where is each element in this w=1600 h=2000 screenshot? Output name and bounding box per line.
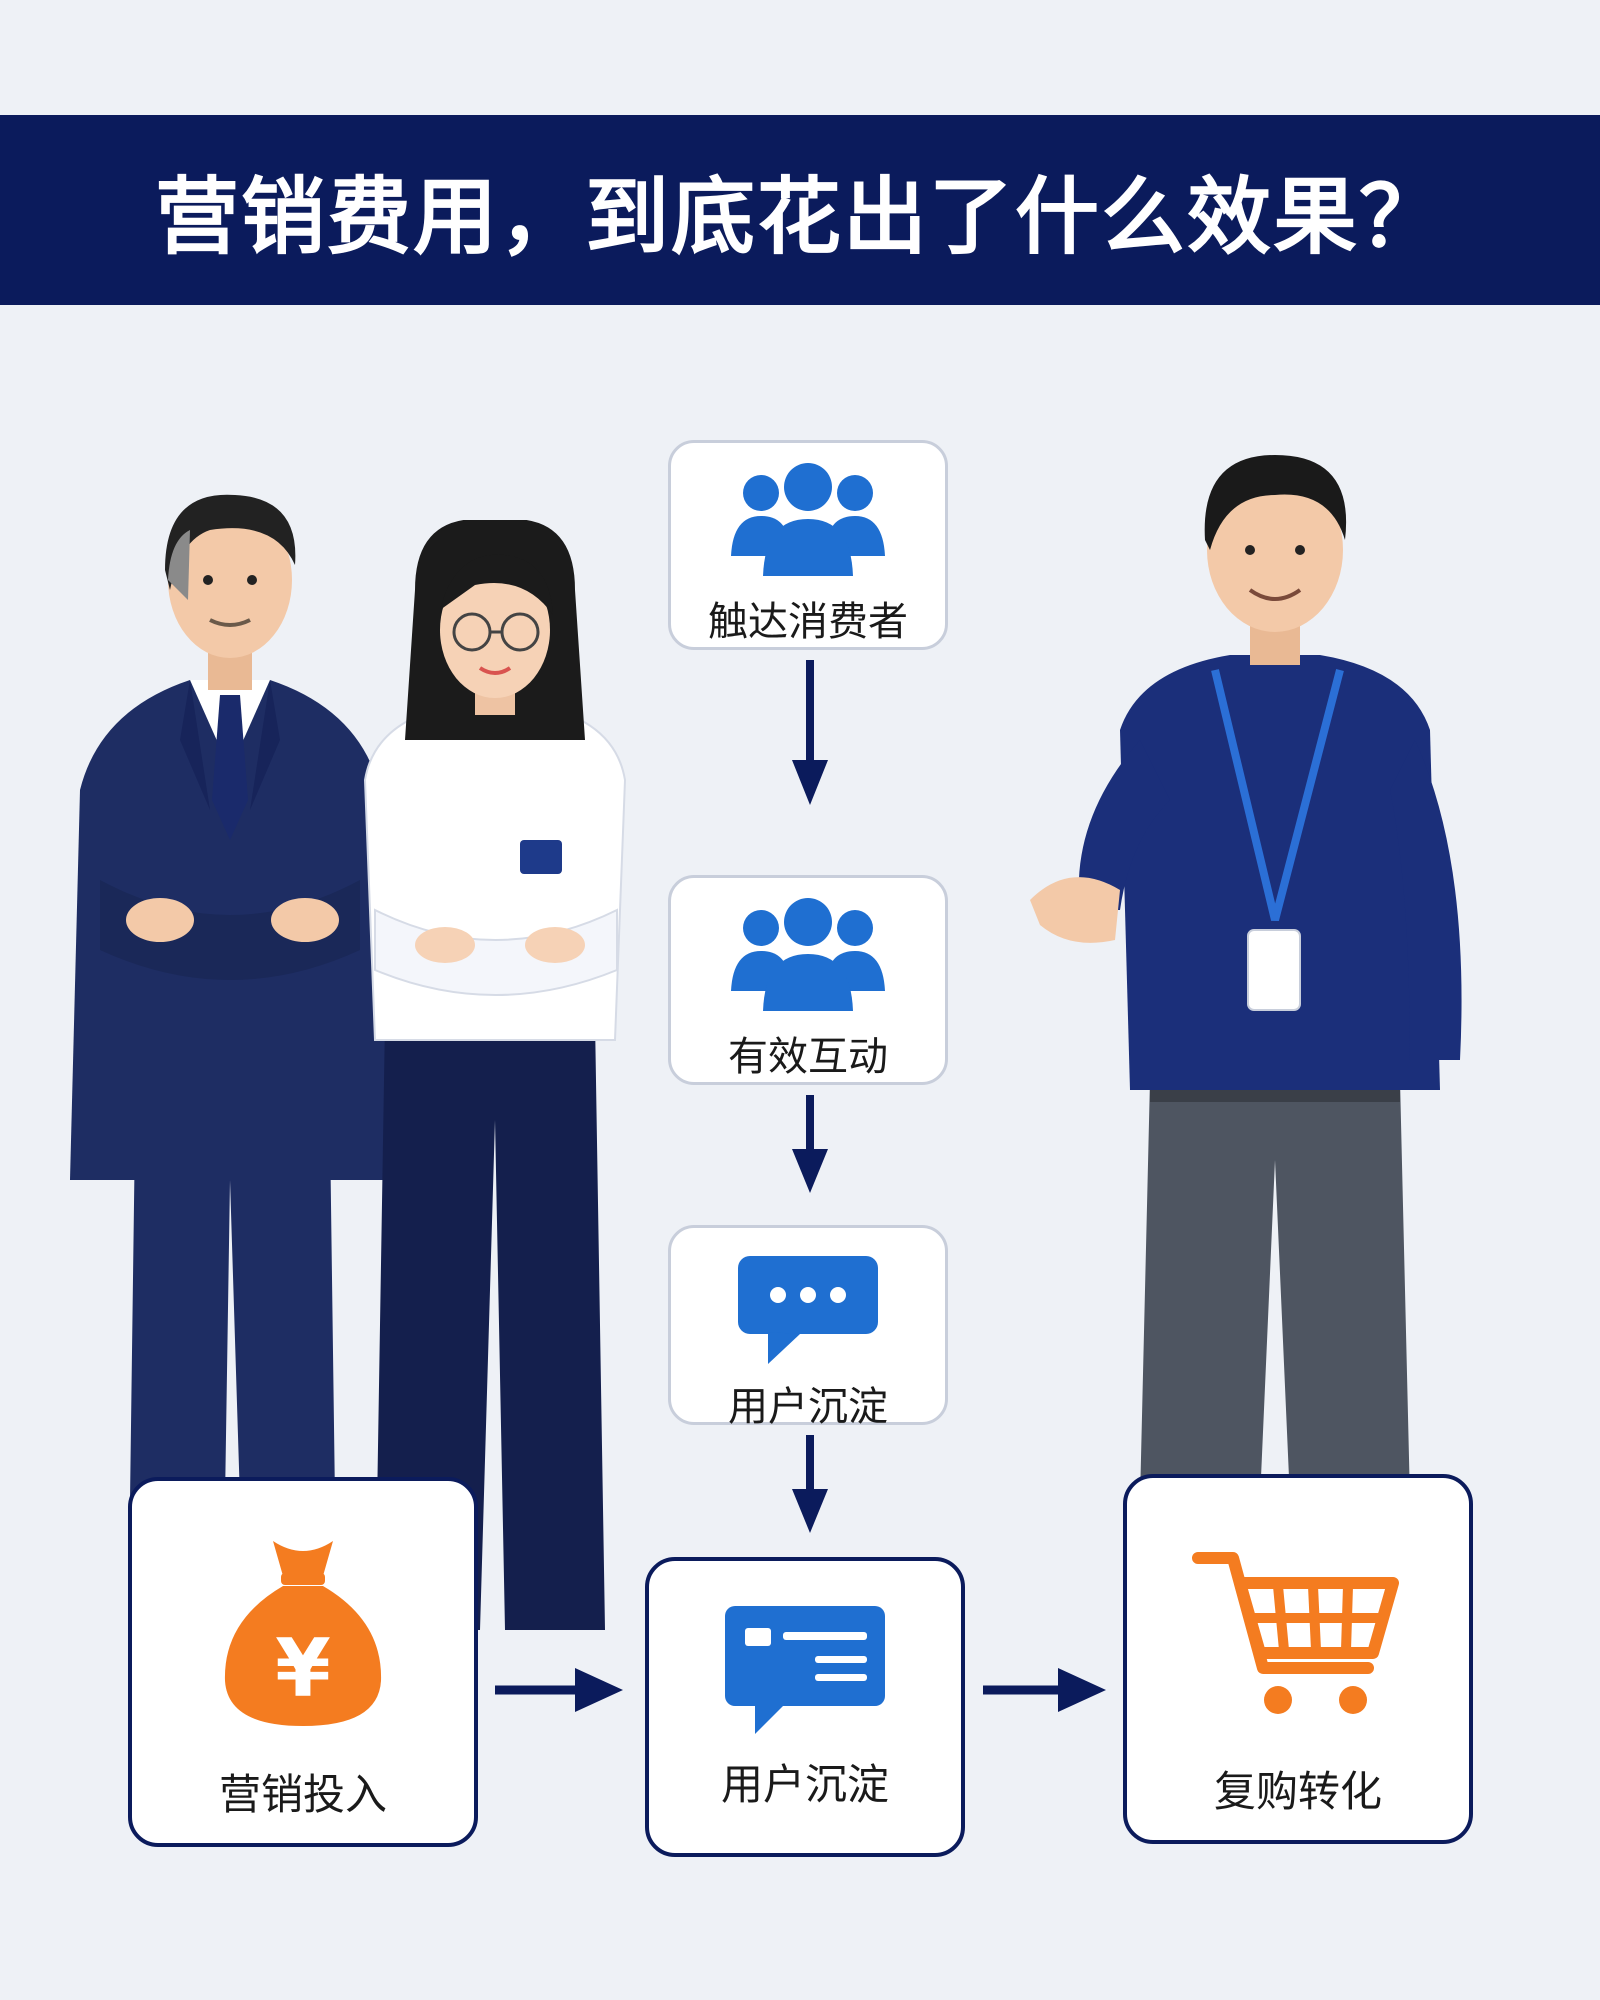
flow-node-user-retention: 用户沉淀 bbox=[668, 1225, 948, 1430]
shopping-cart-icon bbox=[1178, 1518, 1418, 1738]
arrow-down-icon bbox=[792, 1435, 828, 1533]
flow-node-repurchase-conversion: 复购转化 bbox=[1123, 1474, 1473, 1844]
flow-node-label: 营销投入 bbox=[218, 1770, 387, 1819]
yen-symbol: ¥ bbox=[275, 1622, 331, 1715]
presenter-illustration bbox=[1030, 455, 1462, 1500]
flow-node-effective-interaction: 有效互动 bbox=[668, 875, 948, 1085]
arrow-down-icon bbox=[792, 660, 828, 805]
page-title: 营销费用，到底花出了什么效果？ bbox=[154, 167, 1445, 266]
people-group-icon bbox=[708, 896, 908, 1016]
flow-node-marketing-input: ¥ 营销投入 bbox=[128, 1477, 478, 1847]
flow-node-label: 用户沉淀 bbox=[720, 1760, 889, 1809]
flow-node-reach-consumers: 触达消费者 bbox=[668, 440, 948, 650]
flow-node-label: 用户沉淀 bbox=[728, 1384, 888, 1430]
people-group-icon bbox=[708, 461, 908, 581]
arrow-right-icon bbox=[495, 1668, 623, 1712]
flow-node-label: 有效互动 bbox=[728, 1034, 888, 1080]
money-bag-icon: ¥ bbox=[183, 1521, 423, 1741]
businesswoman-illustration bbox=[363, 520, 627, 1630]
flow-node-label: 复购转化 bbox=[1213, 1767, 1382, 1816]
arrow-down-icon bbox=[792, 1095, 828, 1193]
flow-node-label: 触达消费者 bbox=[708, 599, 908, 645]
businessman-illustration bbox=[70, 494, 390, 1500]
flow-node-user-retention-bottom: 用户沉淀 bbox=[645, 1557, 965, 1857]
chat-bubble-icon bbox=[708, 1246, 908, 1366]
title-banner: 营销费用，到底花出了什么效果？ bbox=[0, 115, 1600, 305]
arrow-right-icon bbox=[983, 1668, 1106, 1712]
message-card-icon bbox=[705, 1591, 905, 1741]
